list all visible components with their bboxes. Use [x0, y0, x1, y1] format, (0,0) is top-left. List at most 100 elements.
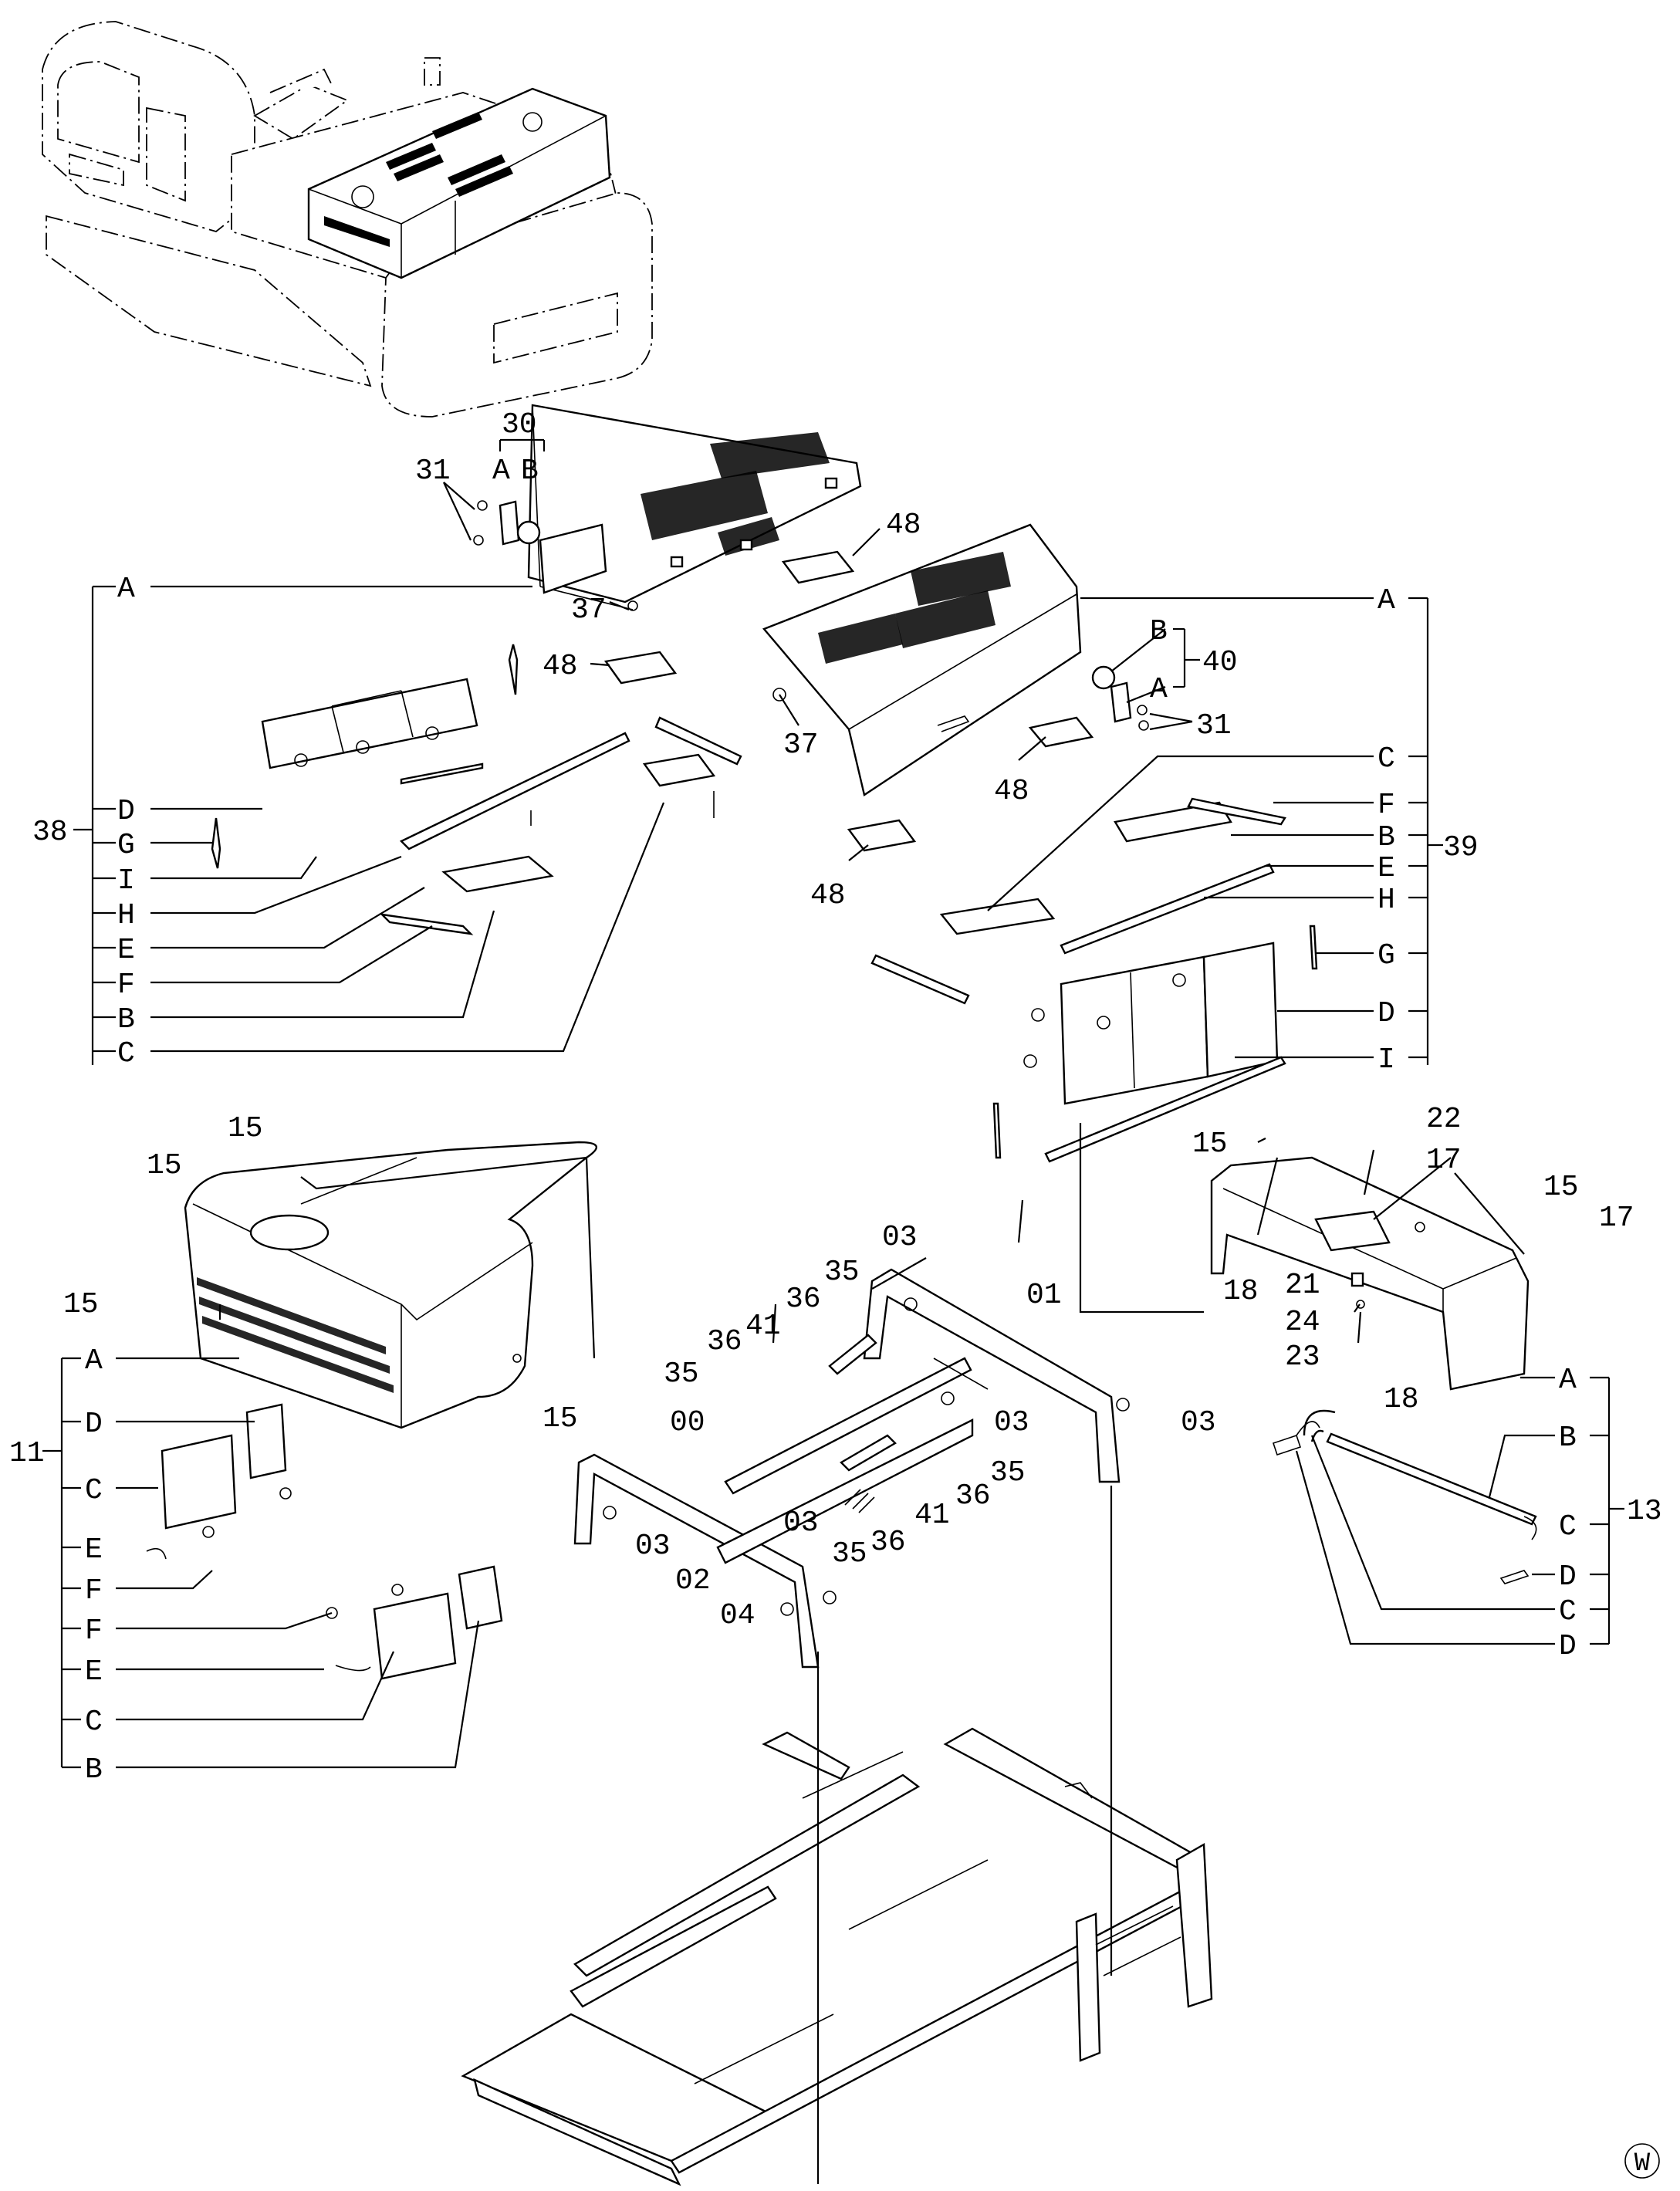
callout-36-bottom: 36	[870, 1526, 906, 1559]
callout-18-bottom: 18	[1384, 1383, 1419, 1416]
callout-17-top: 17	[1426, 1144, 1462, 1177]
callout-31-right: 31	[1196, 709, 1232, 742]
callout-02: 02	[675, 1564, 711, 1598]
callout-15-top: 15	[228, 1112, 263, 1145]
callout-37-left: 37	[571, 593, 607, 627]
legend39-7: D	[1377, 997, 1395, 1030]
callout-21: 21	[1285, 1269, 1320, 1302]
legend38-6: F	[117, 969, 135, 1002]
assembly-label-39: 39	[1443, 831, 1479, 864]
legend11-7: C	[85, 1706, 103, 1739]
callout-15-hood13: 15	[1192, 1128, 1228, 1161]
sub30-label-0: A	[492, 455, 510, 488]
callout-48-low: 48	[810, 879, 846, 912]
legend-39-labels: A C F B E H G D I	[1377, 584, 1395, 1077]
callout-24: 24	[1285, 1306, 1320, 1339]
excavator-overview	[42, 21, 653, 418]
assembly-labels: 38 39 11 13 30 40	[9, 408, 1662, 1528]
legend13-4: C	[1559, 1595, 1577, 1628]
cover-assembly-38	[473, 404, 862, 611]
legend11-8: B	[85, 1753, 103, 1787]
legend38-2: G	[117, 829, 135, 862]
legend38-0: A	[117, 573, 135, 606]
callout-37-right: 37	[783, 729, 819, 762]
legend13-1: B	[1559, 1422, 1577, 1455]
callout-35-right: 35	[990, 1456, 1026, 1489]
legend11-0: A	[85, 1344, 103, 1378]
legend38-4: H	[117, 899, 135, 932]
legend11-3: E	[85, 1533, 103, 1567]
legend39-0: A	[1377, 584, 1395, 617]
legend11-6: E	[85, 1655, 103, 1689]
callout-31-left: 31	[415, 455, 451, 488]
legend39-3: B	[1377, 821, 1395, 854]
legend38-8: C	[117, 1037, 135, 1070]
part-callouts: 31 37 37 48 48 48 48 31 15 15 15 15 15 1…	[63, 455, 1634, 1632]
base-frame	[461, 1727, 1213, 2186]
callout-17-right: 17	[1599, 1202, 1634, 1235]
legend38-5: E	[117, 934, 135, 967]
sub40-label-1: A	[1150, 673, 1168, 706]
callout-04: 04	[720, 1599, 755, 1632]
leader-lines	[42, 438, 1624, 1769]
vent-pattern-38	[641, 432, 830, 556]
vent-pattern-39	[818, 552, 1011, 664]
legend38-1: D	[117, 795, 135, 828]
assembly-label-13: 13	[1627, 1495, 1662, 1528]
sub-letter-labels: A B B A	[492, 455, 1168, 706]
legend38-7: B	[117, 1003, 135, 1036]
callout-03-left: 03	[635, 1530, 671, 1563]
legend13-3: D	[1559, 1560, 1577, 1594]
legend13-2: C	[1559, 1510, 1577, 1544]
legend39-2: F	[1377, 789, 1395, 822]
sub40-label-0: B	[1150, 615, 1168, 648]
legend39-5: H	[1377, 884, 1395, 917]
callout-23: 23	[1285, 1341, 1320, 1374]
loose-parts-38	[211, 644, 742, 935]
assembly-guides	[300, 1123, 1204, 2184]
callout-18-left: 18	[1223, 1275, 1259, 1308]
corner-mark-letter: W	[1634, 2149, 1651, 2179]
callout-00: 00	[670, 1406, 705, 1439]
support-frame	[573, 1268, 1130, 1669]
callout-03-low: 03	[783, 1506, 819, 1540]
callout-48-top: 48	[886, 509, 921, 542]
callout-15-hood13-right: 15	[1543, 1171, 1579, 1204]
pads-48	[603, 550, 1094, 852]
callout-36-top: 36	[786, 1283, 821, 1316]
overview-vents	[324, 112, 513, 247]
callout-35-left: 35	[664, 1358, 699, 1391]
assembly-label-30: 30	[502, 408, 537, 441]
callout-01: 01	[1026, 1279, 1062, 1312]
legend39-8: I	[1377, 1043, 1395, 1077]
callout-48-mid: 48	[994, 775, 1029, 808]
sub30-label-1: B	[521, 455, 539, 488]
callout-41-bottom: 41	[914, 1499, 950, 1532]
callout-15-right: 15	[543, 1402, 578, 1435]
legend11-4: F	[85, 1574, 103, 1608]
assembly-label-40: 40	[1202, 646, 1238, 679]
vent-row-11	[197, 1277, 394, 1393]
callout-03-right: 03	[1181, 1406, 1216, 1439]
hood-assembly-13	[1210, 1156, 1537, 1584]
legend11-1: D	[85, 1408, 103, 1441]
cover-assembly-39	[762, 523, 1149, 796]
loose-parts-39	[870, 797, 1318, 1163]
callout-15-upper: 15	[147, 1149, 182, 1182]
callout-48-left: 48	[543, 650, 578, 683]
callout-03-top: 03	[882, 1221, 918, 1254]
legend39-6: G	[1377, 939, 1395, 972]
legend-38-labels: A D G I H E F B C	[117, 573, 135, 1070]
callout-15-side: 15	[63, 1288, 99, 1321]
corner-mark: W	[1624, 2143, 1660, 2179]
callout-36-mid: 36	[707, 1325, 742, 1358]
legend-13-labels: A B C D C D	[1559, 1364, 1577, 1663]
assembly-label-38: 38	[32, 816, 68, 849]
legend13-0: A	[1559, 1364, 1577, 1397]
legend11-2: C	[85, 1474, 103, 1507]
legend38-3: I	[117, 864, 135, 898]
callout-35-bottom: 35	[832, 1537, 867, 1571]
callout-35-top: 35	[824, 1256, 860, 1289]
